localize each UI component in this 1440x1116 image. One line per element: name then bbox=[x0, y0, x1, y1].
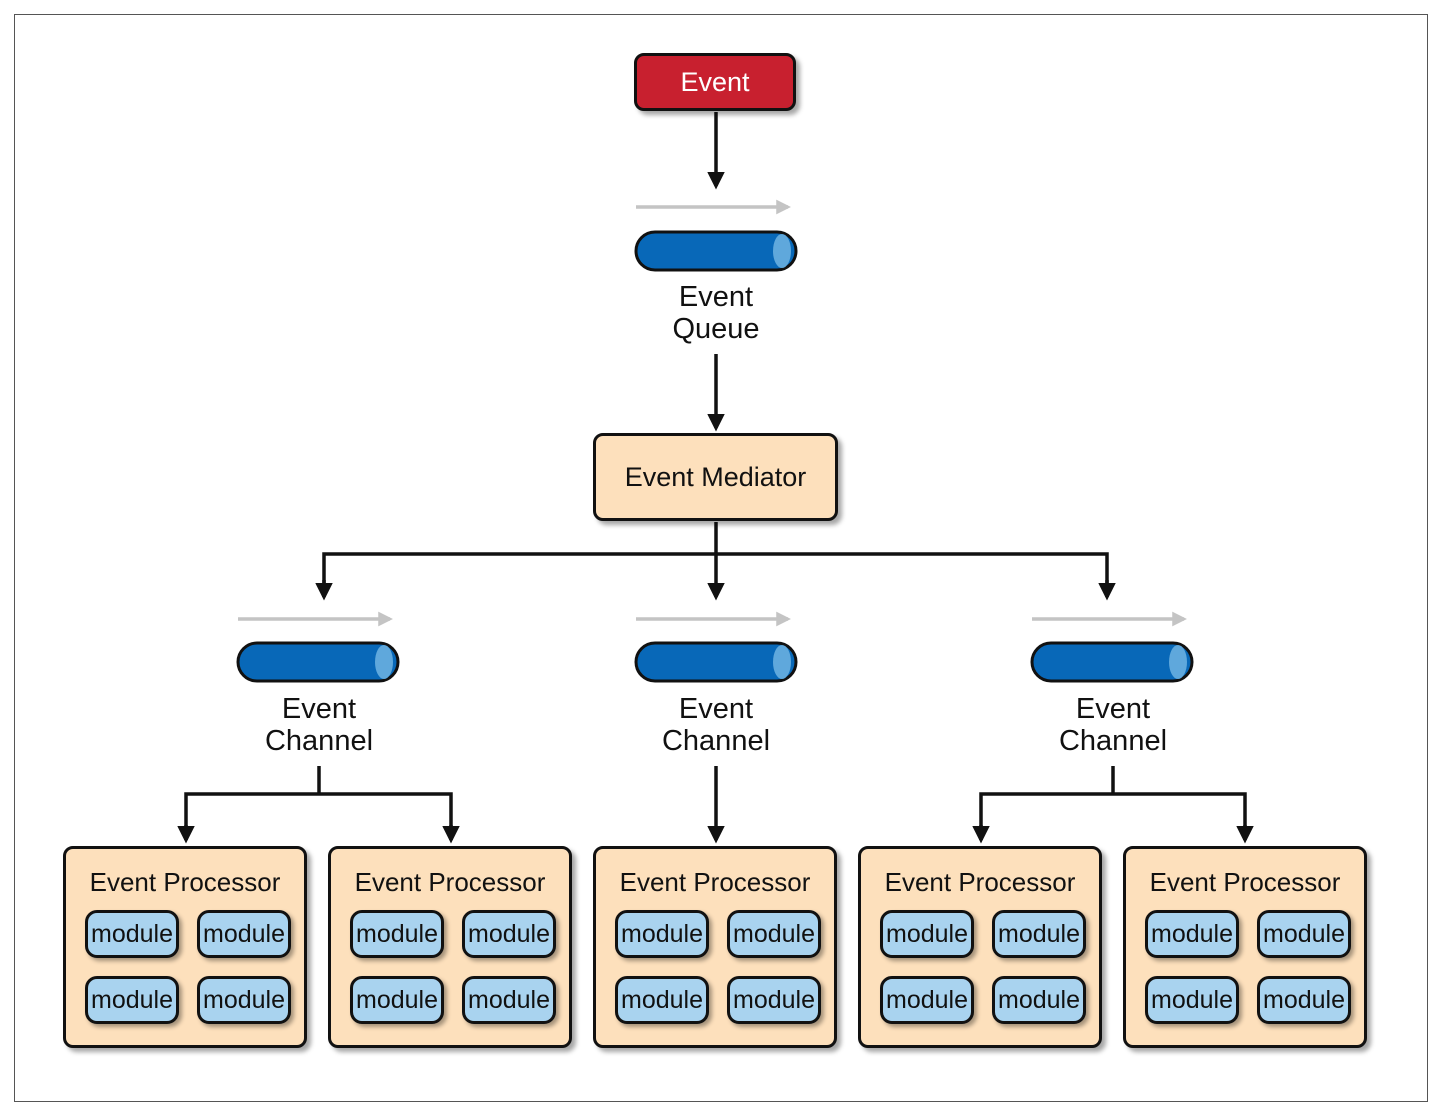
module-box: module bbox=[1257, 910, 1351, 958]
event-queue-label-line2: Queue bbox=[672, 312, 760, 345]
channel-pipe-2 bbox=[634, 641, 798, 683]
module-box: module bbox=[197, 976, 291, 1024]
module-box: module bbox=[727, 910, 821, 958]
event-processor-4: Event Processor module module module mod… bbox=[858, 846, 1102, 1048]
event-channel-label-2: Event Channel bbox=[616, 693, 816, 758]
channel-label-line1: Event bbox=[281, 693, 357, 725]
event-processor-title: Event Processor bbox=[89, 867, 281, 897]
module-box: module bbox=[727, 976, 821, 1024]
channel-1-connector bbox=[177, 766, 460, 844]
module-box: module bbox=[615, 976, 709, 1024]
module-box: module bbox=[85, 976, 179, 1024]
channel-label-line1: Event bbox=[678, 693, 754, 725]
channel-label-line2: Channel bbox=[264, 724, 374, 757]
module-box: module bbox=[992, 910, 1086, 958]
module-box: module bbox=[1145, 910, 1239, 958]
module-box: module bbox=[880, 910, 974, 958]
channel-3-connector bbox=[972, 766, 1254, 844]
module-box: module bbox=[880, 976, 974, 1024]
channel-pipe-3 bbox=[1030, 641, 1194, 683]
module-box: module bbox=[197, 910, 291, 958]
event-queue-label: Event Queue bbox=[616, 281, 816, 346]
module-box: module bbox=[1257, 976, 1351, 1024]
mediator-fanout-connector bbox=[315, 522, 1116, 601]
module-box: module bbox=[615, 910, 709, 958]
event-processor-title: Event Processor bbox=[1149, 867, 1341, 897]
event-channel-label-1: Event Channel bbox=[219, 693, 419, 758]
module-box: module bbox=[350, 910, 444, 958]
event-queue-label-line1: Event bbox=[678, 281, 754, 313]
event-processor-1: Event Processor module module module mod… bbox=[63, 846, 307, 1048]
module-box: module bbox=[1145, 976, 1239, 1024]
event-processor-title: Event Processor bbox=[354, 867, 546, 897]
event-processor-3: Event Processor module module module mod… bbox=[593, 846, 837, 1048]
event-processor-5: Event Processor module module module mod… bbox=[1123, 846, 1367, 1048]
event-queue-pipe bbox=[634, 230, 798, 272]
module-box: module bbox=[462, 976, 556, 1024]
event-box: Event bbox=[634, 53, 796, 111]
channel-label-line2: Channel bbox=[661, 724, 771, 757]
event-mediator-box: Event Mediator bbox=[593, 433, 838, 521]
channel-label-line2: Channel bbox=[1058, 724, 1168, 757]
event-processor-2: Event Processor module module module mod… bbox=[328, 846, 572, 1048]
module-box: module bbox=[462, 910, 556, 958]
event-processor-title: Event Processor bbox=[884, 867, 1076, 897]
event-mediator-label: Event Mediator bbox=[624, 461, 807, 492]
event-label: Event bbox=[680, 66, 750, 97]
module-box: module bbox=[85, 910, 179, 958]
diagram-frame bbox=[14, 14, 1428, 1102]
event-processor-title: Event Processor bbox=[619, 867, 811, 897]
module-box: module bbox=[992, 976, 1086, 1024]
channel-pipe-1 bbox=[236, 641, 400, 683]
event-channel-label-3: Event Channel bbox=[1013, 693, 1213, 758]
channel-label-line1: Event bbox=[1075, 693, 1151, 725]
module-box: module bbox=[350, 976, 444, 1024]
